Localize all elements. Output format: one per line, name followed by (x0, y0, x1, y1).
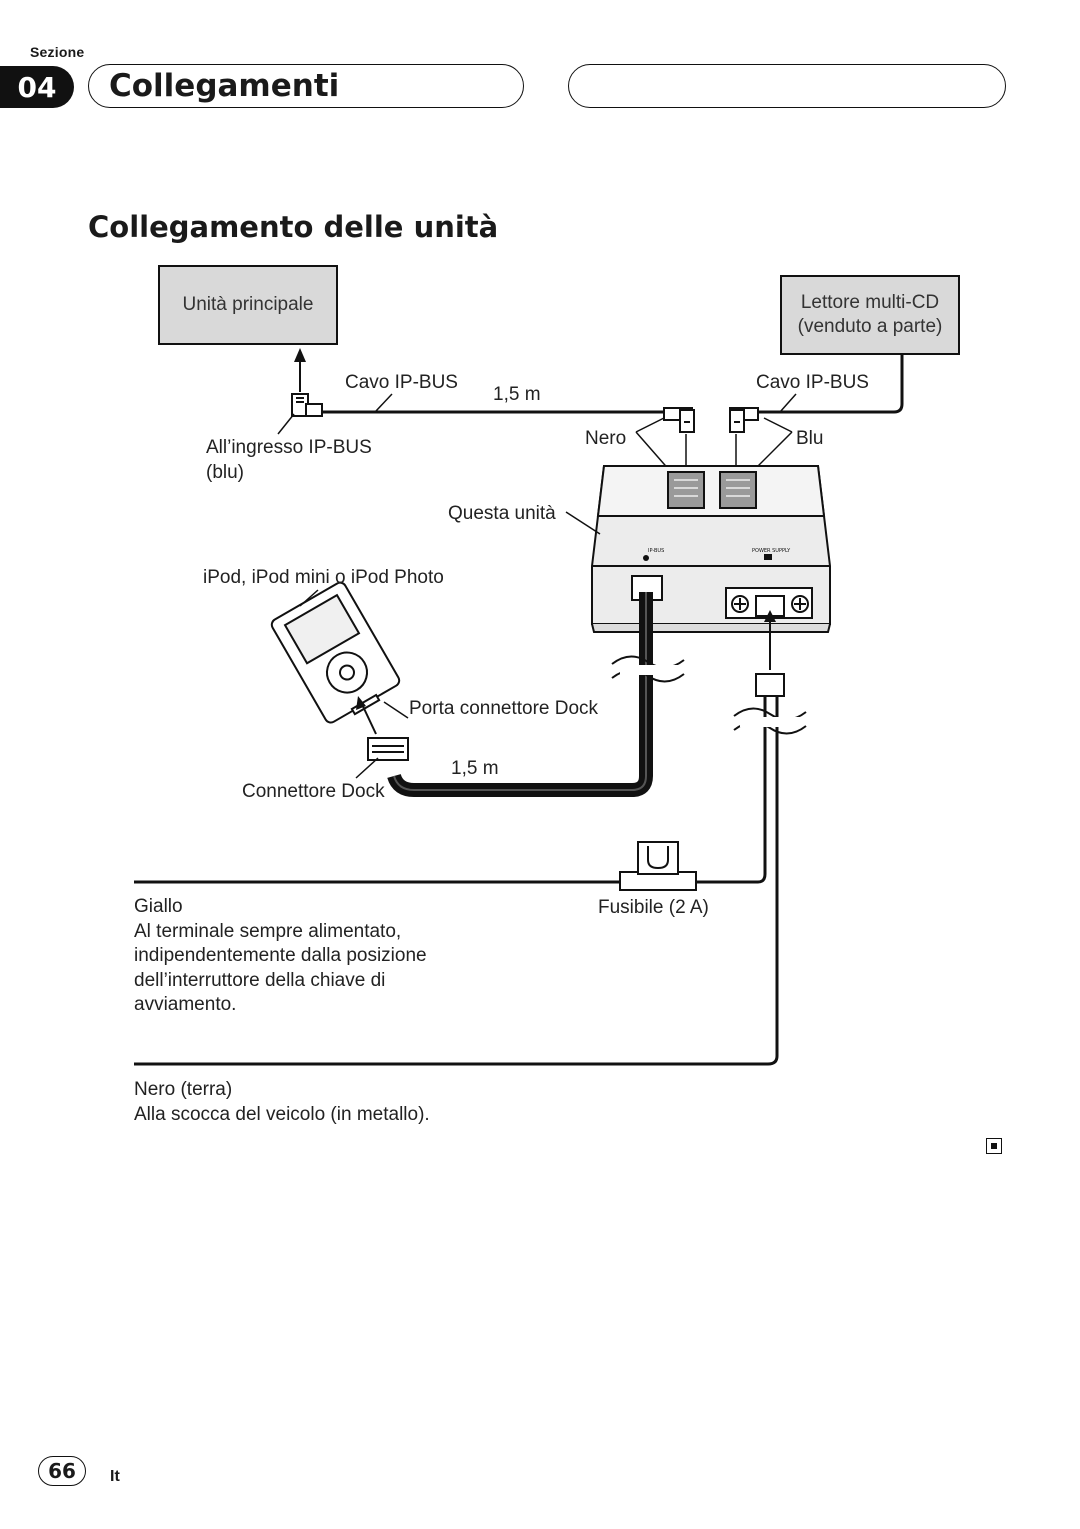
ipbus-input-line2: (blu) (206, 461, 245, 483)
page-title: Collegamento delle unità (88, 210, 499, 244)
ground-wire-desc: Alla scocca del veicolo (in metallo). (134, 1103, 430, 1125)
ipbus-input-label: All’ingresso IP-BUS (blu) (206, 436, 372, 485)
yellow-wire-line2: indipendentemente dalla posizione (134, 945, 427, 966)
ipbus-plug-nero (663, 407, 695, 433)
language-code: It (110, 1468, 120, 1485)
yellow-wire-line1: Al terminale sempre alimentato, (134, 920, 402, 942)
cable-length-bottom: 1,5 m (451, 758, 499, 779)
cable-length-top: 1,5 m (493, 384, 541, 405)
dock-port-label: Porta connettore Dock (409, 698, 599, 719)
nero-label: Nero (585, 428, 627, 449)
page-number: 66 (38, 1456, 86, 1486)
fuse-label: Fusibile (2 A) (598, 897, 709, 918)
ipbus-cable-label-right: Cavo IP-BUS (756, 372, 869, 393)
power-port (725, 587, 813, 619)
section-number-tab: 04 (0, 66, 74, 108)
ipbus-cable-main (294, 348, 666, 414)
section-label: Sezione (30, 44, 85, 60)
ipbus-plug-blu (729, 407, 759, 433)
fuse-holder (619, 841, 697, 891)
ground-wire-description: Nero (terra) Alla scocca del veicolo (in… (134, 1078, 430, 1127)
cd-player-box: Lettore multi-CD (venduto a parte) (780, 275, 960, 355)
blank-header-pill (568, 64, 1006, 108)
port-label-ipod: IP-BUS (648, 548, 664, 554)
yellow-wire-description: Giallo Al terminale sempre alimentato, i… (134, 895, 427, 1018)
ipbus-plug-left (291, 393, 323, 417)
section-title: Collegamenti (109, 68, 340, 104)
cd-player-label: Lettore multi-CD (800, 292, 940, 313)
blu-label: Blu (796, 428, 824, 449)
section-title-pill: Collegamenti (88, 64, 524, 108)
yellow-wire-title: Giallo (134, 896, 183, 917)
this-unit-label: Questa unità (448, 503, 556, 524)
port-label-power: POWER SUPPLY (752, 548, 791, 554)
ipod-device (270, 581, 401, 724)
cd-player-note: (venduto a parte) (797, 316, 943, 337)
main-unit-box: Unità principale (158, 265, 338, 345)
ground-wire-title: Nero (terra) (134, 1079, 233, 1100)
main-unit-label: Unità principale (182, 294, 314, 315)
dock-connector-plug (367, 737, 409, 761)
ipbus-cable-label-left: Cavo IP-BUS (345, 372, 458, 393)
ipbus-input-line1: All’ingresso IP-BUS (206, 437, 372, 458)
yellow-wire-line3: dell’interruttore della chiave di (134, 969, 386, 991)
dock-connector-label: Connettore Dock (242, 781, 385, 802)
ipod-models-label: iPod, iPod mini o iPod Photo (203, 567, 444, 588)
yellow-wire-line4: avviamento. (134, 994, 237, 1015)
section-end-icon (986, 1138, 1002, 1154)
